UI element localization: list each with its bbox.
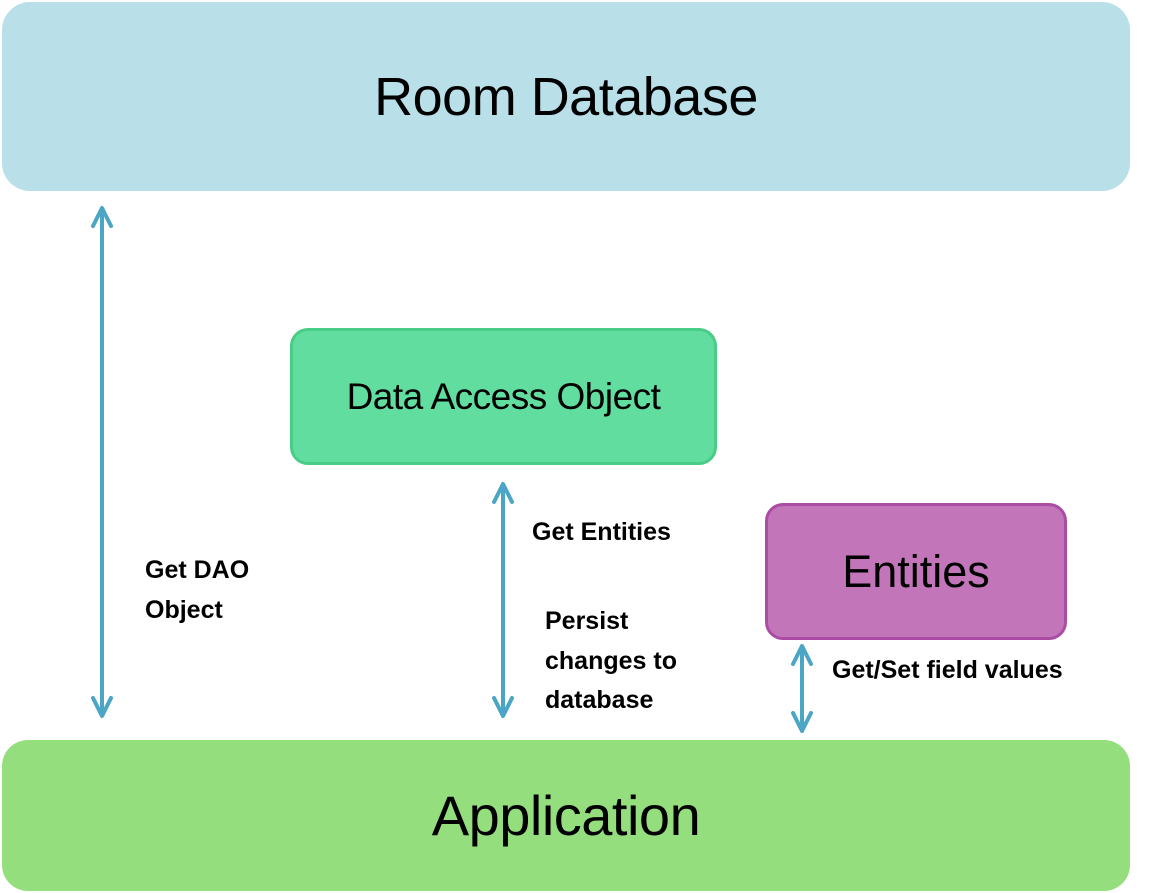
data-access-object-label: Data Access Object [346,375,661,417]
application-node: Application [2,740,1130,891]
edge-label-get-set-field-values: Get/Set field values [832,656,1063,684]
edge-label-get-entities: Get Entities [532,518,671,546]
edge-label-get-dao-line2: Object [145,596,223,624]
data-access-object-node: Data Access Object [290,328,717,465]
edge-label-persist-line1: Persist [545,607,629,635]
room-database-node: Room Database [2,2,1130,191]
edge-label-get-dao-line1: Get DAO [145,556,250,584]
room-database-label: Room Database [374,66,758,127]
edge-label-persist-line3: database [545,686,654,714]
entities-node: Entities [765,503,1067,640]
application-label: Application [431,784,701,847]
arrow-dao-application [492,482,514,718]
arrow-room-db-application [91,206,113,718]
edge-label-persist-line2: changes to [545,647,677,675]
entities-label: Entities [842,545,990,597]
arrow-entities-application [791,644,813,733]
